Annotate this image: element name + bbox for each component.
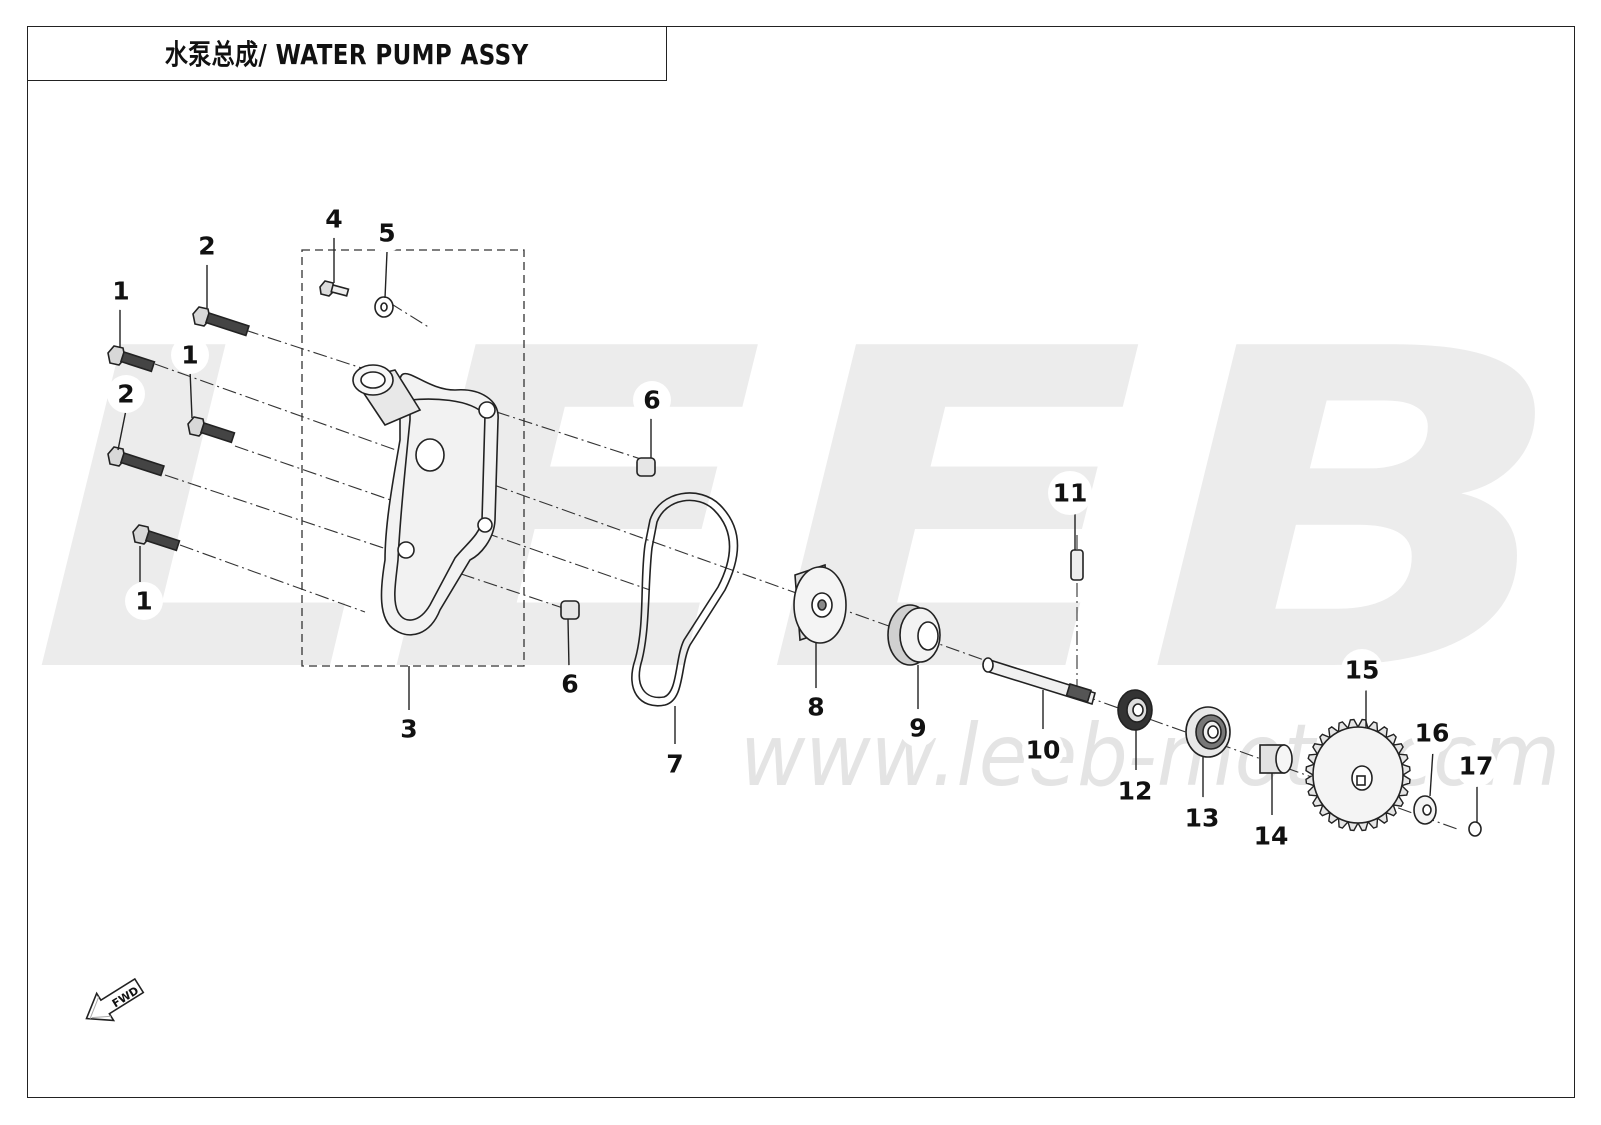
leader-lines <box>117 236 1478 822</box>
washer-16 <box>1413 795 1437 825</box>
callout-1a: 1 <box>102 272 140 310</box>
bolt-2a <box>192 306 250 337</box>
svg-text:12: 12 <box>1118 777 1153 806</box>
svg-text:14: 14 <box>1254 822 1289 851</box>
callout-13: 13 <box>1181 797 1223 839</box>
svg-text:15: 15 <box>1345 656 1380 685</box>
bolt-1b <box>187 416 236 444</box>
gasket-7 <box>631 492 739 707</box>
oil-seal-12 <box>1117 689 1153 731</box>
svg-text:9: 9 <box>909 714 926 743</box>
callout-5: 5 <box>368 214 406 252</box>
title-box: 水泵总成/ WATER PUMP ASSY <box>27 26 667 81</box>
bushing-14 <box>1259 744 1293 774</box>
small-bolt-4 <box>319 280 350 297</box>
impeller-8 <box>793 563 847 644</box>
callout-4: 4 <box>315 200 353 238</box>
svg-text:6: 6 <box>561 670 578 699</box>
callout-12: 12 <box>1114 770 1156 812</box>
diagram-frame <box>27 26 1575 1098</box>
svg-text:8: 8 <box>807 693 824 722</box>
fwd-arrow-icon: FWD <box>85 977 145 1022</box>
callout-7: 7 <box>656 745 694 783</box>
svg-text:11: 11 <box>1053 479 1088 508</box>
pin-11 <box>1070 549 1084 581</box>
callout-6b: 6 <box>551 665 589 703</box>
svg-text:10: 10 <box>1026 736 1061 765</box>
assembly-box-3 <box>301 249 525 667</box>
callout-14: 14 <box>1250 815 1292 857</box>
callout-11: 11 <box>1048 471 1092 515</box>
bearing-13 <box>1185 706 1231 758</box>
callout-10: 10 <box>1022 729 1064 771</box>
callout-labels: 1 1 1 2 2 3 4 5 6 6 7 8 9 10 11 12 13 14… <box>102 200 1497 857</box>
svg-text:16: 16 <box>1415 719 1450 748</box>
svg-text:2: 2 <box>117 380 134 409</box>
svg-text:5: 5 <box>378 219 395 248</box>
mechanical-seal-9 <box>887 604 941 666</box>
callout-1c: 1 <box>125 582 163 620</box>
dowel-pin-6b <box>560 600 580 620</box>
callout-17: 17 <box>1455 745 1497 787</box>
pump-cover-3 <box>352 364 499 636</box>
svg-text:13: 13 <box>1185 804 1220 833</box>
bolt-1c <box>132 524 181 552</box>
svg-text:1: 1 <box>135 587 152 616</box>
callout-1b: 1 <box>171 336 209 374</box>
callout-2a: 2 <box>188 227 226 265</box>
callout-8: 8 <box>797 688 835 726</box>
page-title: 水泵总成/ WATER PUMP ASSY <box>164 38 529 71</box>
svg-text:1: 1 <box>112 277 129 306</box>
svg-text:2: 2 <box>198 232 215 261</box>
svg-text:6: 6 <box>643 386 660 415</box>
svg-text:1: 1 <box>181 341 198 370</box>
callout-9: 9 <box>899 709 937 747</box>
svg-text:3: 3 <box>400 715 417 744</box>
callout-2b: 2 <box>107 375 145 413</box>
svg-text:7: 7 <box>666 750 683 779</box>
callout-3: 3 <box>390 710 428 748</box>
bolt-1a <box>107 345 156 373</box>
dowel-pin-6a <box>636 457 656 477</box>
svg-text:17: 17 <box>1459 752 1494 781</box>
svg-text:4: 4 <box>325 205 342 234</box>
circlip-17 <box>1468 821 1482 837</box>
washer-5 <box>374 296 394 318</box>
drive-gear-15 <box>1305 718 1411 832</box>
pump-shaft-10 <box>982 657 1096 706</box>
bolt-2b <box>107 446 165 477</box>
callout-15: 15 <box>1341 649 1383 691</box>
callout-16: 16 <box>1411 712 1453 754</box>
callout-6a: 6 <box>633 381 671 419</box>
